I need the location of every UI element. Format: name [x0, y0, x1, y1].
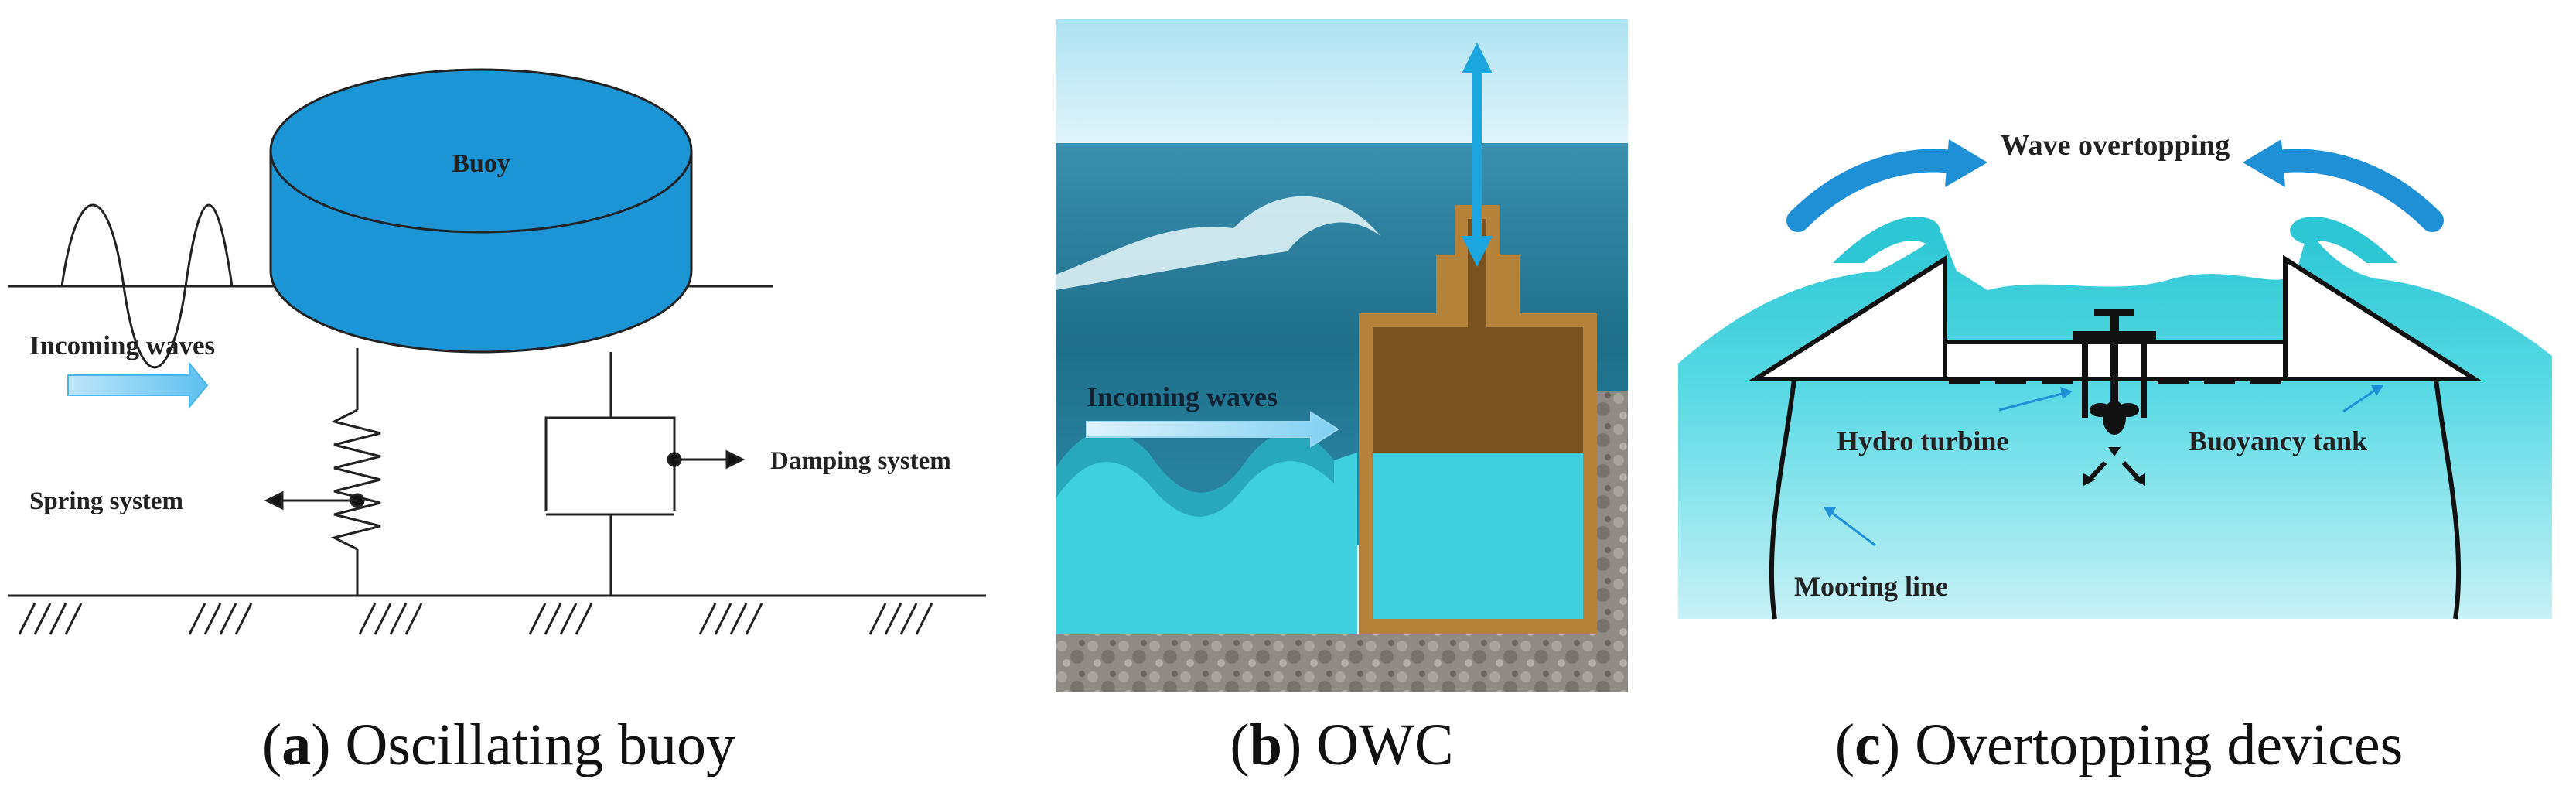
- caption-c-text: Overtopping devices: [1915, 712, 2403, 777]
- rock-ground-bottom: [1056, 634, 1628, 692]
- damping-system-drawing: [546, 352, 742, 596]
- caption-a: (a) Oscillating buoy: [0, 712, 998, 789]
- caption-b: (b) OWC: [1056, 712, 1628, 789]
- incoming-waves-arrow-a: [68, 364, 207, 407]
- sky-background: [1056, 19, 1628, 159]
- hydro-turbine-label: Hydro turbine: [1837, 425, 2008, 456]
- buoy-cylinder: [271, 70, 691, 352]
- caption-a-letter: a: [281, 712, 311, 777]
- caption-b-text: OWC: [1316, 712, 1453, 777]
- caption-c-letter: c: [1854, 712, 1881, 777]
- panel-a-oscillating-buoy-diagram: Buoy Incoming waves Spring system Dampin…: [0, 0, 1005, 696]
- buoyancy-tank-label: Buoyancy tank: [2189, 425, 2367, 456]
- spring-system-drawing: [267, 348, 380, 596]
- mooring-line-label: Mooring line: [1794, 571, 1948, 602]
- wave-overtopping-label: Wave overtopping: [2001, 129, 2230, 162]
- caption-b-letter: b: [1250, 712, 1282, 777]
- wave-overtopping-arrow-left: [1798, 161, 1957, 220]
- caption-c: (c) Overtopping devices: [1678, 712, 2560, 789]
- spring-system-label: Spring system: [29, 487, 183, 515]
- buoy-label: Buoy: [452, 149, 510, 178]
- wave-overtopping-arrowhead-right: [2243, 139, 2285, 187]
- panel-b-owc-diagram: Incoming waves: [1056, 19, 1628, 692]
- wave-overtopping-arrow-right: [2274, 161, 2432, 220]
- damping-system-label: Damping system: [770, 447, 951, 475]
- seabed-hatching-a: [19, 603, 932, 634]
- incoming-waves-label-a: Incoming waves: [29, 330, 215, 360]
- caption-a-text: Oscillating buoy: [346, 712, 736, 777]
- wave-overtopping-arrowhead-left: [1945, 139, 1987, 187]
- panel-c-overtopping-diagram: Wave overtopping Hydro turbine Buoyancy …: [1678, 77, 2560, 634]
- incoming-waves-label-b: Incoming waves: [1087, 381, 1278, 412]
